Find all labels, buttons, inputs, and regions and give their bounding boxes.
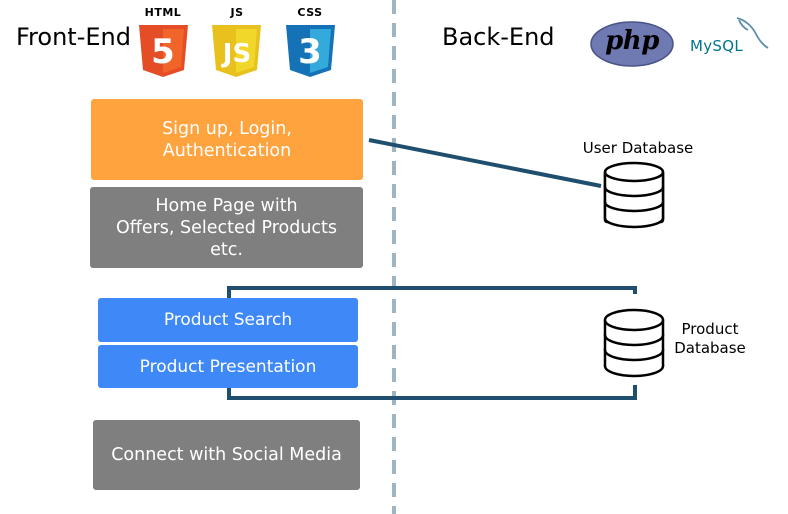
frontend-heading: Front-End — [16, 23, 131, 51]
svg-text:3: 3 — [298, 32, 322, 72]
css3-logo-icon: 3 — [286, 25, 335, 77]
product-presentation-box: Product Presentation — [98, 345, 358, 388]
product-database-icon — [603, 308, 665, 378]
user-database-icon — [603, 161, 665, 229]
php-logo-text: php — [605, 26, 659, 56]
php-logo-icon — [590, 21, 674, 67]
product-search-box: Product Search — [98, 298, 358, 342]
js-logo-icon: JS — [212, 25, 261, 77]
product-db-bracket-bottom — [227, 385, 637, 400]
svg-text:JS: JS — [221, 39, 251, 69]
mysql-dolphin-icon — [736, 17, 769, 49]
backend-heading: Back-End — [442, 23, 555, 51]
svg-text:5: 5 — [151, 32, 175, 72]
html5-logo-icon: 5 — [139, 25, 188, 77]
home-page-box: Home Page with Offers, Selected Products… — [90, 187, 363, 268]
social-media-box: Connect with Social Media — [93, 420, 360, 490]
user-database-label: User Database — [582, 139, 694, 157]
signup-userdb-connector — [368, 138, 602, 188]
html-logo-label: HTML — [144, 6, 182, 19]
product-database-label: Product Database — [674, 320, 746, 357]
signup-login-box: Sign up, Login, Authentication — [91, 99, 363, 180]
mysql-logo-text: MySQL — [690, 37, 744, 55]
js-logo-label: JS — [230, 6, 244, 19]
css-logo-label: CSS — [297, 6, 323, 19]
product-db-bracket — [227, 286, 637, 298]
